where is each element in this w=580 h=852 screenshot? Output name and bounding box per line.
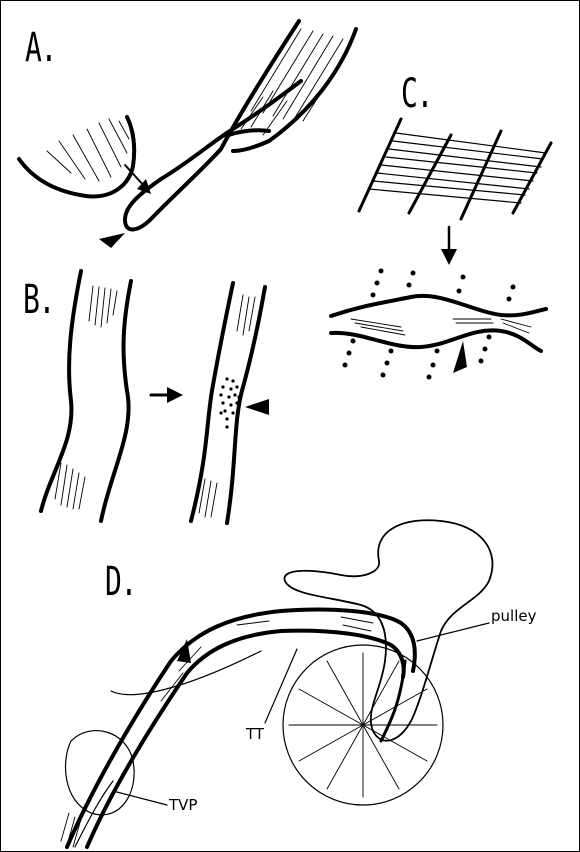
- panel-d-drawing: [61, 520, 492, 847]
- panel-b-drawing: [41, 271, 269, 523]
- panel-a-drawing: [19, 21, 356, 248]
- panel-c-drawing: [331, 119, 551, 380]
